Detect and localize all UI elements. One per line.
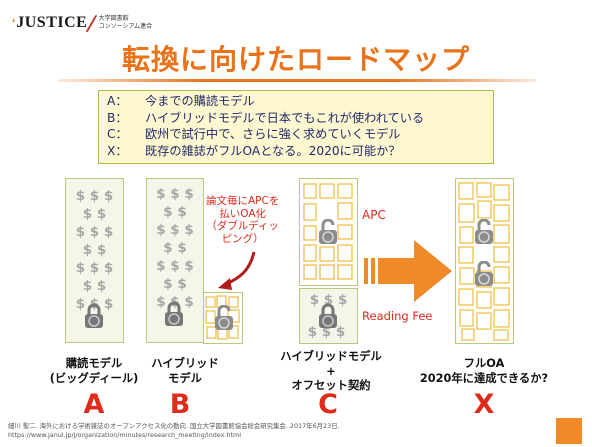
column-a-box: $ $ $ $ $ $ $ $ $ $ $ $ $ $ $ $ $ $ (65, 178, 124, 343)
column-a-label: 購読モデル (ビッグディール) (34, 357, 154, 386)
column-b-label: ハイブリッド モデル (140, 357, 230, 386)
dollar-row: $ $ $ (156, 222, 194, 238)
curved-arrow-icon (218, 251, 256, 290)
note-line: 払いOA化 (219, 207, 267, 220)
column-c-label: ハイブリッドモデル + オフセット契約 (266, 350, 396, 394)
legend-box: A： 今までの購読モデル B： ハイブリッドモデルで日本でもこれが使われている C：… (98, 90, 494, 164)
legend-text: ハイブリッドモデルで日本でもこれが使われている (145, 110, 425, 125)
open-lock-icon (475, 219, 493, 244)
logo-sub-line2: コンソーシアム連合 (98, 23, 153, 30)
dollar-row: $ $ (163, 240, 187, 256)
reading-fee-label: Reading Fee (362, 309, 433, 323)
label-line: + (326, 364, 336, 378)
open-lock-icon (475, 261, 493, 286)
label-line: ハイブリッド (151, 357, 219, 370)
column-c-apc-box (299, 178, 358, 286)
legend-row-c: C： 欧州で試行中で、さらに強く求めていくモデル (107, 126, 485, 143)
double-dipping-note: 論文毎にAPCを 払いOA化 （ダブルディッ ピング） (206, 195, 279, 245)
label-line: 購読モデル (65, 357, 123, 370)
column-b-letter: B (169, 389, 191, 420)
justice-logo: ❛ JUSTICE / 大学図書館 コンソーシアム連合 (12, 11, 152, 35)
lock-icon (165, 301, 183, 326)
lock-icon (319, 303, 337, 328)
label-line: オフセット契約 (291, 379, 371, 392)
legend-key: C： (107, 127, 128, 141)
dollar-row: $ $ $ (75, 224, 114, 240)
column-b-box: $ $ $ $ $ $ $ $ $ $ $ $ $ $ $ $ $ $ (146, 178, 204, 343)
column-x-letter: X (473, 389, 495, 420)
logo-text: JUSTICE (16, 14, 88, 31)
citation: 細川 聖二. 海外における学術雑誌のオープンアクセス化の動向. 国立大学図書館協… (8, 422, 340, 440)
dollar-row: $ $ $ (156, 258, 194, 274)
dollar-row: $ $ (163, 204, 187, 220)
legend-text: 既存の雑誌がフルOAとなる。2020に可能か？ (145, 143, 401, 158)
legend-key: B： (107, 110, 128, 125)
legend-text: 今までの購読モデル (145, 94, 255, 108)
transition-arrow-icon (364, 240, 452, 302)
label-line: モデル (168, 371, 202, 385)
dollar-row: $ $ $ (75, 260, 114, 276)
legend-row-b: B： ハイブリッドモデルで日本でもこれが使われている (107, 110, 485, 127)
label-line: フルOA (463, 357, 505, 370)
slide-title: 転換に向けたロードマップ (121, 43, 470, 76)
dollar-row: $ $ (163, 276, 187, 292)
dollar-row: $ $ $ (75, 188, 114, 204)
dollar-row: $ $ (82, 278, 107, 294)
dollar-row: $ $ (82, 242, 107, 258)
label-line: ハイブリッドモデル (280, 350, 382, 363)
logo-quote-icon: ❛ (12, 17, 16, 29)
column-c-fee-box: $ $ $ $ $ $ (299, 288, 358, 344)
legend-key: X： (107, 143, 128, 158)
citation-line: 細川 聖二. 海外における学術雑誌のオープンアクセス化の動向. 国立大学図書館協… (8, 422, 340, 430)
column-b-oa-box (203, 292, 243, 344)
dollar-row: $ $ (82, 206, 107, 222)
citation-url: https://www.janul.jp/j/organization/minu… (8, 431, 241, 439)
legend-key: A： (107, 94, 128, 108)
dollar-row: $ $ $ (309, 292, 348, 308)
corner-accent (556, 418, 582, 444)
label-line: (ビッグディール) (49, 371, 139, 385)
lock-icon (85, 303, 103, 328)
open-lock-icon (215, 305, 233, 330)
apc-label: APC (362, 208, 386, 222)
open-lock-icon (319, 219, 337, 244)
dollar-row: $ $ $ (307, 324, 346, 340)
logo-sub-line1: 大学図書館 (98, 15, 129, 22)
column-c-letter: C (318, 389, 338, 420)
column-a-letter: A (83, 389, 105, 420)
article-squares (458, 182, 510, 341)
title-underline (58, 79, 536, 82)
legend-row-a: A： 今までの購読モデル (107, 93, 485, 110)
label-line: 2020年に達成できるか? (419, 371, 549, 385)
legend-text: 欧州で試行中で、さらに強く求めていくモデル (145, 127, 401, 141)
note-line: 論文毎にAPCを (206, 195, 280, 207)
logo-subtitle: 大学図書館 コンソーシアム連合 (99, 15, 152, 31)
note-line: ピング） (221, 232, 264, 245)
legend-row-x: X： 既存の雑誌がフルOAとなる。2020に可能か？ (107, 143, 485, 160)
note-line: （ダブルディッ (206, 220, 280, 232)
dollar-row: $ $ $ (156, 186, 194, 202)
article-squares (303, 183, 353, 280)
column-x-box (455, 178, 514, 344)
column-x-label: フルOA 2020年に達成できるか? (414, 357, 554, 386)
